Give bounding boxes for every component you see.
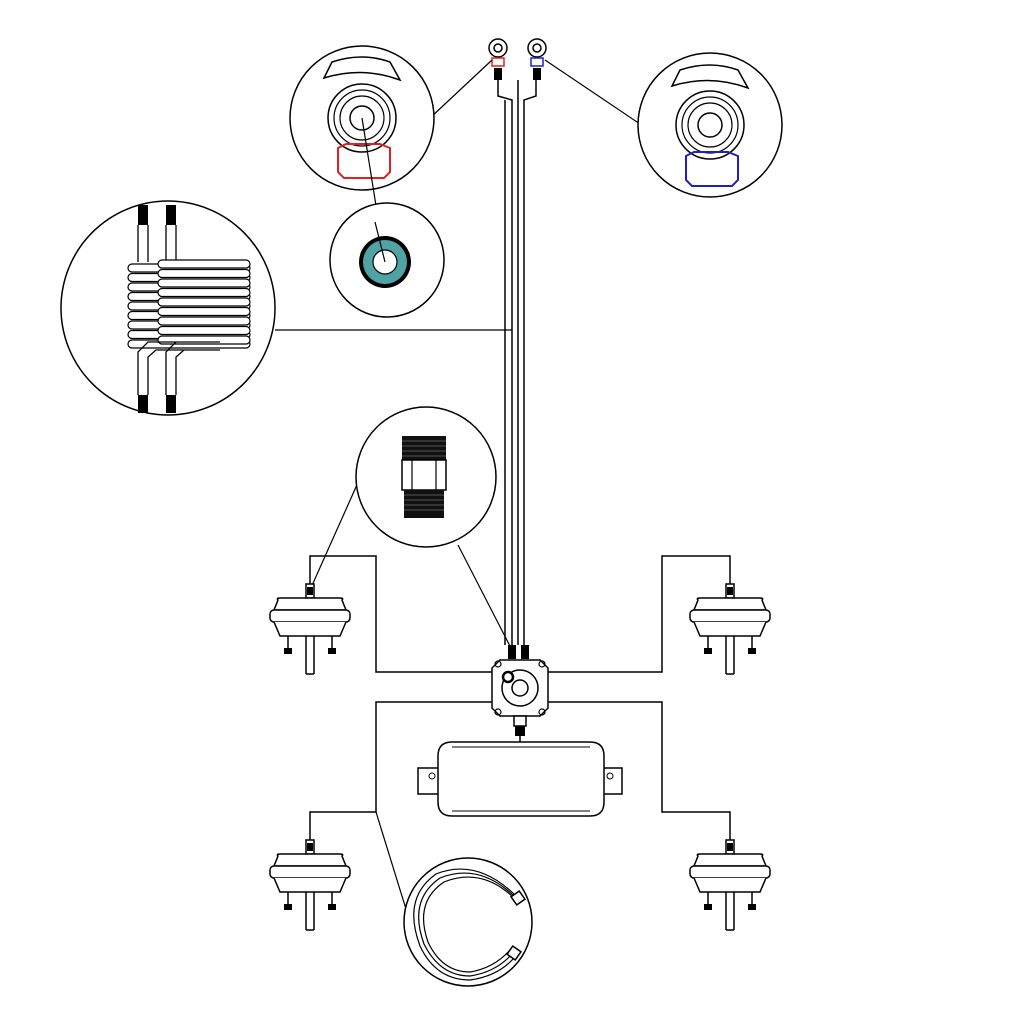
brake-chamber-rear-left [269,839,351,931]
gladhand-seal-callout [329,202,445,318]
air-reservoir [417,741,623,817]
brake-chamber-front-right [689,583,771,675]
hose-coil-loop [157,278,251,288]
relay-valve [491,645,549,742]
hose-coil-loop [157,259,251,269]
hose-coil-loop [157,268,251,279]
hose-coil-loop [157,325,251,336]
gladhand-emergency-callout [289,45,435,263]
coiled-hoses-callout [60,200,276,416]
hose-coil-loop [157,287,251,298]
hose-coil-loop [157,306,251,317]
hex-fitting-callout [355,406,497,548]
air-hose-callout [375,811,533,987]
supply-lines [497,80,537,645]
gladhand-emergency-small [488,38,508,80]
hose-coil-loop [157,335,251,345]
hose-coil-loop [157,316,251,326]
hose-coil-loop [157,297,251,307]
callout-leaders [275,59,641,651]
brake-chamber-rear-right [689,839,771,931]
brake-chamber-front-left [269,583,351,675]
gladhand-service-small [527,38,547,80]
gladhand-service-callout [637,52,783,198]
